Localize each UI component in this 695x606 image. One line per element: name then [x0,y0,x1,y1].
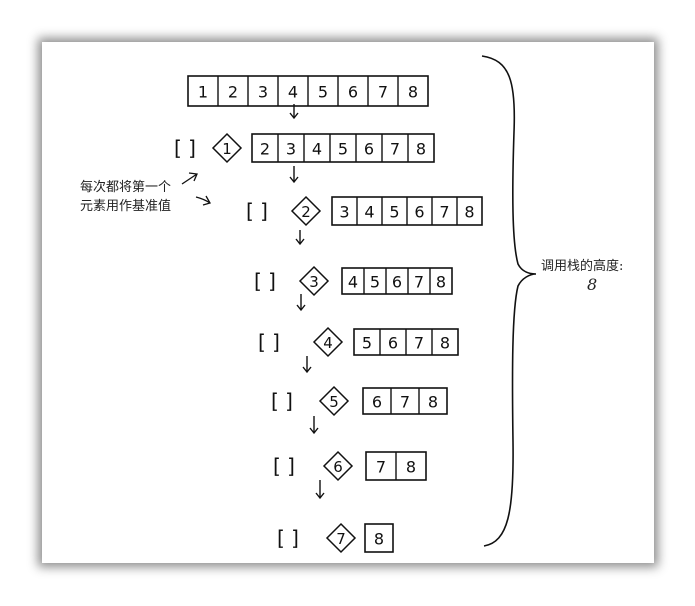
annotation-arrow-head [188,172,198,182]
array-box [362,387,448,415]
empty-array-bracket: [ ] [174,136,196,160]
array-cell-value: 7 [400,393,410,412]
array-cell-value: 7 [378,83,388,102]
down-arrow-head [302,366,312,374]
pivot-value: 7 [336,530,346,548]
pivot-value: 2 [301,203,311,221]
stack-height-label: 调用栈的高度: [541,259,624,274]
array-cell-value: 5 [389,203,399,222]
pivot-diamond [318,385,350,417]
array-cell-value: 4 [312,140,322,159]
curly-brace [481,55,537,547]
array-cell-value: 5 [370,273,380,292]
empty-array-bracket: [ ] [246,199,268,223]
pivot-diamond [290,195,322,227]
array-cell-value: 2 [228,83,238,102]
array-box [251,133,435,163]
array-cell-value: 8 [406,458,416,477]
array-cell-value: 6 [392,273,402,292]
pivot-diamond [312,326,344,358]
pivot-value: 4 [323,334,333,352]
array-cell-value: 6 [388,334,398,353]
pivot-diamond [298,265,330,297]
array-cell-value: 4 [348,273,358,292]
array-cell-value: 3 [258,83,268,102]
pivot-diamond [211,132,243,164]
pivot-value: 5 [329,393,339,411]
empty-array-bracket: [ ] [271,389,293,413]
array-cell-value: 5 [338,140,348,159]
array-cell-value: 8 [416,140,426,159]
empty-array-bracket: [ ] [254,269,276,293]
array-cell-value: 4 [288,83,298,102]
array-cell-value: 5 [362,334,372,353]
empty-array-bracket: [ ] [258,330,280,354]
array-cell-value: 8 [408,83,418,102]
array-cell-value: 5 [318,83,328,102]
array-cell-value: 8 [436,273,446,292]
array-cell-value: 6 [364,140,374,159]
down-arrow-head [295,238,305,246]
down-arrow-head [296,304,306,312]
array-cell-value: 1 [198,83,208,102]
array-cell-value: 6 [414,203,424,222]
empty-array-bracket: [ ] [273,454,295,478]
pivot-diamond [322,450,354,482]
down-arrow-head [315,492,325,500]
pivot-diamond [325,522,357,554]
array-cell-value: 7 [390,140,400,159]
down-arrow-head [309,427,319,435]
array-cell-value: 4 [364,203,374,222]
pivot-value: 3 [309,273,319,291]
annotation-arrow [181,173,198,185]
stack-height-value: 8 [587,275,598,294]
array-cell-value: 7 [414,273,424,292]
annotation-left-line2: 元素用作基准值 [80,199,172,214]
array-cell-value: 2 [260,140,270,159]
annotation-arrow-head [202,195,211,206]
array-cell-value: 6 [372,393,382,412]
array-cell-value: 7 [439,203,449,222]
array-cell-value: 8 [428,393,438,412]
array-cell-value: 6 [348,83,358,102]
down-arrow-head [289,176,299,184]
array-cell-value: 3 [339,203,349,222]
empty-array-bracket: [ ] [277,526,299,550]
down-arrow-head [289,112,299,120]
annotation-left-line1: 每次都将第一个 [80,180,172,195]
array-cell-value: 7 [376,458,386,477]
array-box [341,267,453,295]
array-cell-value: 8 [464,203,474,222]
pivot-value: 1 [222,140,232,158]
array-cell-value: 8 [440,334,450,353]
pivot-value: 6 [333,458,343,476]
array-cell-value: 8 [374,530,384,549]
array-box [364,523,394,553]
array-cell-value: 3 [286,140,296,159]
array-cell-value: 7 [414,334,424,353]
